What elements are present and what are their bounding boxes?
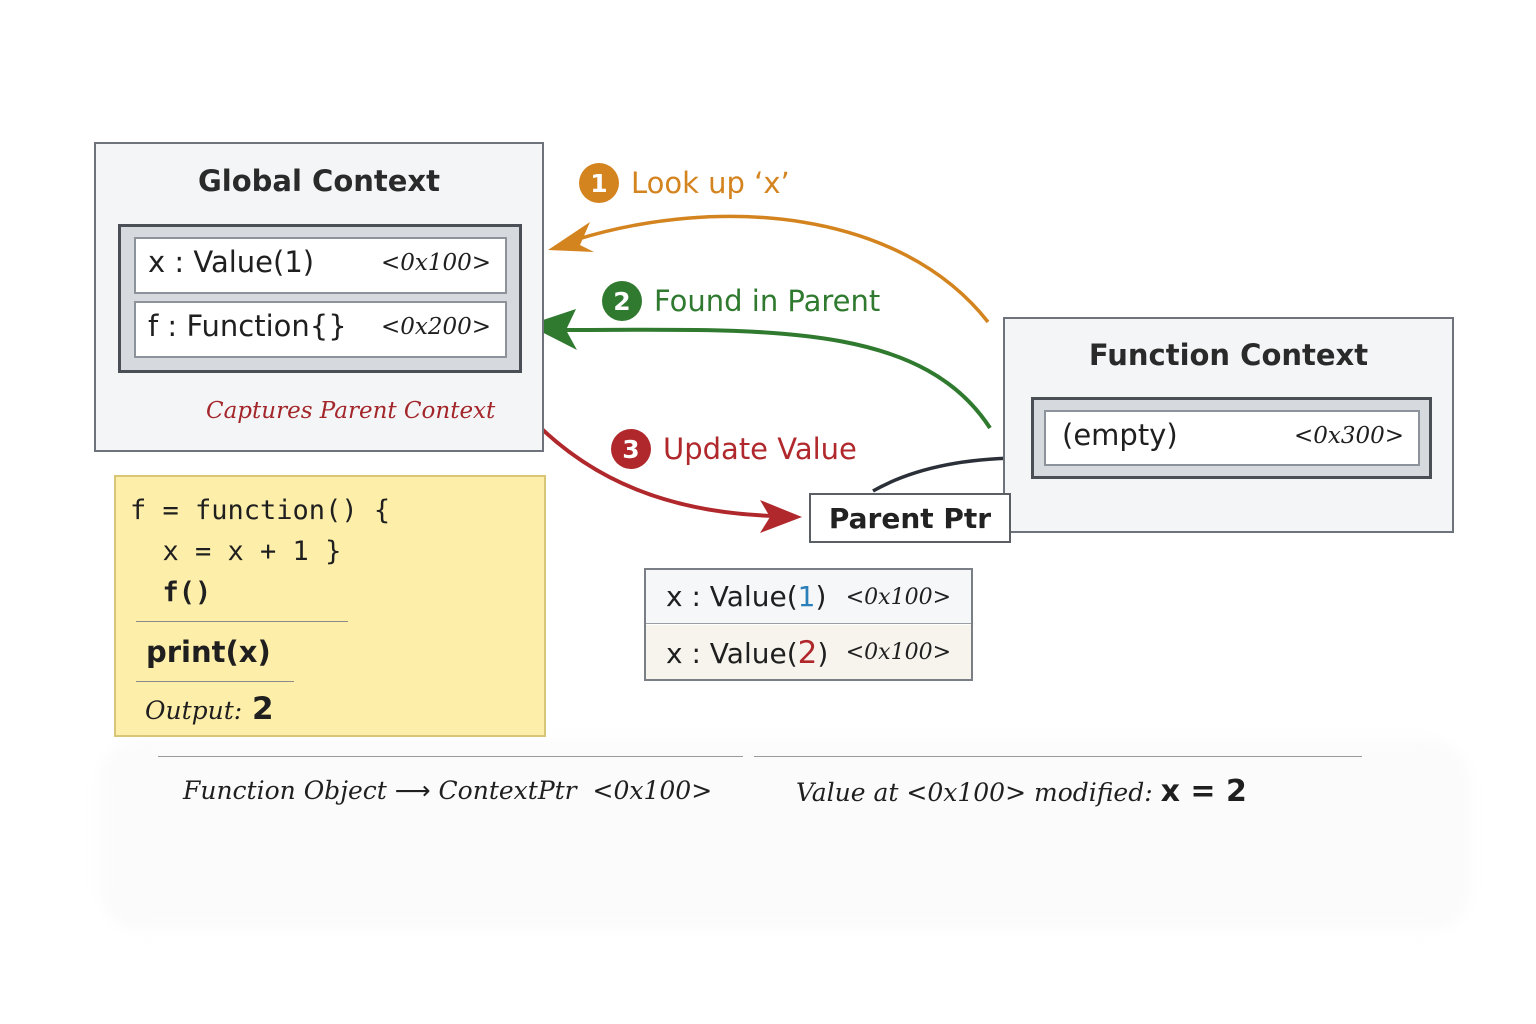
slot-empty: (empty) <0x300>: [1044, 410, 1420, 466]
caption-function-object: Function Object ⟶ ContextPtr <0x100>: [183, 776, 713, 805]
slot-empty-address: <0x300>: [1293, 423, 1404, 449]
new-value: 2: [797, 635, 818, 671]
step-lookup: 1 Look up ‘x’: [579, 163, 790, 203]
modified-result: x = 2: [1160, 774, 1247, 809]
slot-f-address: <0x200>: [380, 314, 491, 340]
code-divider-1: [136, 621, 348, 622]
captures-parent-label: Captures Parent Context: [206, 398, 496, 424]
global-context-frame: x : Value(1) <0x100> f : Function{} <0x2…: [118, 224, 522, 373]
caption-backdrop: [100, 740, 1470, 930]
step-2-badge: 2: [602, 281, 642, 321]
found-arrow: [564, 327, 992, 430]
global-context-box: Global Context x : Value(1) <0x100> f : …: [94, 142, 544, 452]
output-label: Output:: [145, 696, 243, 725]
old-value: 1: [797, 580, 816, 613]
value-row-new: x : Value(2) <0x100>: [646, 625, 971, 679]
step-1-label: Look up ‘x’: [631, 166, 790, 200]
code-line-2: x = x + 1 }: [130, 536, 342, 567]
value-row-new-label: x : Value(2): [666, 635, 829, 671]
value-row-new-address: <0x100>: [845, 640, 951, 665]
code-line-3: f(): [130, 577, 212, 608]
value-row-old-label: x : Value(1): [666, 580, 827, 613]
slot-x: x : Value(1) <0x100>: [134, 237, 507, 294]
found-arrowhead: [528, 309, 577, 350]
step-3-badge: 3: [611, 429, 651, 469]
slot-x-address: <0x100>: [380, 250, 491, 276]
global-context-title: Global Context: [198, 164, 440, 198]
value-row-old-address: <0x100>: [845, 585, 951, 610]
caption-divider-left: [158, 756, 743, 757]
parent-ptr-box: Parent Ptr: [809, 493, 1011, 543]
update-arrowhead: [760, 500, 802, 533]
value-history-table: x : Value(1) <0x100> x : Value(2) <0x100…: [644, 568, 973, 681]
function-context-frame: (empty) <0x300>: [1031, 397, 1432, 479]
step-3-label: Update Value: [663, 432, 857, 466]
code-note: f = function() { x = x + 1 } f() print(x…: [114, 475, 546, 737]
caption-divider-right: [754, 756, 1362, 757]
caption-value-modified: Value at <0x100> modified: x = 2: [796, 774, 1247, 809]
slot-empty-label: (empty): [1062, 418, 1178, 452]
print-line: print(x): [146, 635, 271, 669]
step-1-badge: 1: [579, 163, 619, 203]
step-2-label: Found in Parent: [654, 284, 881, 318]
slot-f: f : Function{} <0x200>: [134, 301, 507, 358]
value-row-old: x : Value(1) <0x100>: [646, 570, 971, 624]
lookup-arrowhead: [548, 222, 594, 252]
step-update: 3 Update Value: [611, 429, 857, 469]
code-line-1: f = function() {: [130, 495, 391, 526]
function-context-box: Function Context (empty) <0x300>: [1003, 317, 1454, 533]
code-divider-2: [136, 681, 294, 682]
slot-f-label: f : Function{}: [148, 309, 347, 343]
function-context-title: Function Context: [1088, 338, 1369, 372]
lookup-arrow: [574, 214, 990, 324]
slot-x-label: x : Value(1): [148, 245, 315, 279]
output-value: 2: [252, 691, 274, 727]
step-found: 2 Found in Parent: [602, 281, 880, 321]
